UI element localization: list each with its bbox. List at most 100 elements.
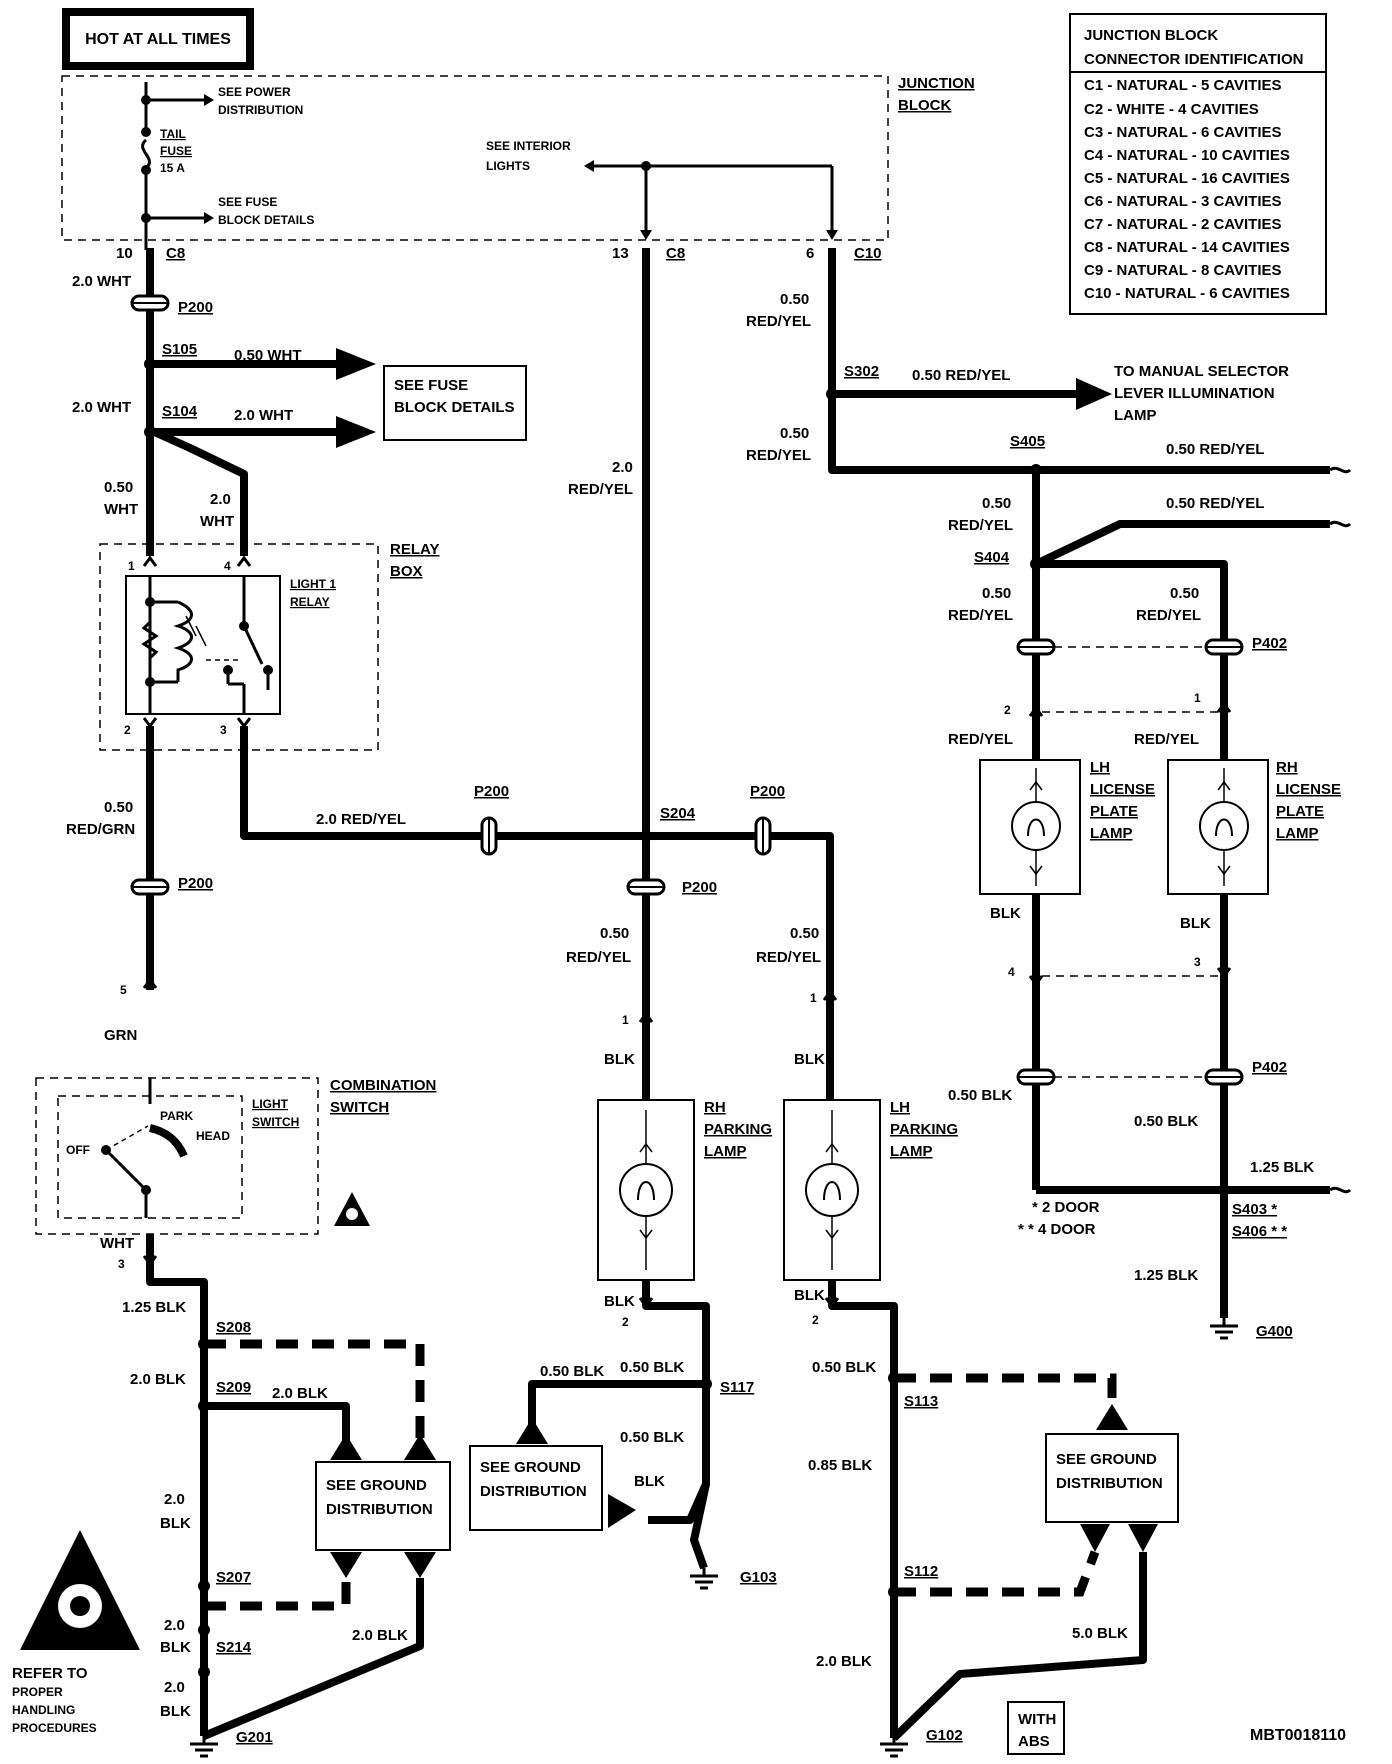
tail-fuse-label-2: FUSE [160, 144, 192, 158]
wire-0-50-red-yel-lhp-2: RED/YEL [756, 949, 821, 966]
see-interior-lights-1: SEE INTERIOR [486, 139, 571, 153]
lh-license-3: PLATE [1090, 803, 1138, 820]
wire-0-50-red-yel-b-1: 0.50 [982, 585, 1011, 602]
connector-row-c1: C1 - NATURAL - 5 CAVITIES [1084, 77, 1282, 94]
note-four-door: * * 4 DOOR [1018, 1221, 1096, 1238]
see-ground-left-1: SEE GROUND [326, 1477, 427, 1494]
wire-0-50-wht-1: 0.50 [104, 479, 133, 496]
pin-6: 6 [806, 245, 814, 262]
wire-2-0-blk-to-g201: 2.0 BLK [352, 1627, 408, 1644]
rh-license-pin-3: 3 [1194, 955, 1201, 969]
ground-g103: G103 [740, 1569, 777, 1586]
wire-0-50-red-yel-s302: 0.50 RED/YEL [912, 367, 1010, 384]
wire-0-50-red-yel-below-1: 0.50 [780, 425, 809, 442]
wire-0-50-red-yel-rhp-2: RED/YEL [566, 949, 631, 966]
switch-pin-5: 5 [120, 983, 127, 997]
tail-fuse-label-1: TAIL [160, 127, 186, 141]
rh-parking-lamp-2: PARKING [704, 1121, 772, 1138]
wire-1-25-blk-g400: 1.25 BLK [1134, 1267, 1198, 1284]
lh-parking-lamp-1: LH [890, 1099, 910, 1116]
see-fuse-block-details-2: BLOCK DETAILS [394, 399, 515, 416]
junction-block-label-2: BLOCK [898, 97, 951, 114]
connector-row-c9: C9 - NATURAL - 8 CAVITIES [1084, 262, 1282, 279]
wire-0-50-red-yel-c-2: RED/YEL [1136, 607, 1201, 624]
lh-parking-lamp [783, 1099, 881, 1281]
ground-g201: G201 [236, 1729, 273, 1746]
wire-0-50-wht-2: WHT [104, 501, 138, 518]
connector-table-title-2: CONNECTOR IDENTIFICATION [1084, 51, 1303, 68]
wire-0-50-blk-lh-license: 0.50 BLK [948, 1087, 1012, 1104]
blk-rh-license: BLK [1180, 915, 1211, 932]
wire-0-50-blk-to-ground: 0.50 BLK [540, 1363, 604, 1380]
splice-s117: S117 [720, 1379, 754, 1396]
hot-at-all-times-box: HOT AT ALL TIMES [62, 8, 254, 70]
wire-0-50-red-yel-c-1: 0.50 [1170, 585, 1199, 602]
wire-1-25-blk-left: 1.25 BLK [122, 1299, 186, 1316]
wire-0-50-blk-rh-license: 0.50 BLK [1134, 1113, 1198, 1130]
wire-0-50-red-yel-a-1: 0.50 [982, 495, 1011, 512]
see-interior-lights-2: LIGHTS [486, 159, 530, 173]
wire-0-50-red-yel-s405: 0.50 RED/YEL [1166, 441, 1264, 458]
splice-s112: S112 [904, 1563, 938, 1580]
left-main-feed [130, 248, 376, 556]
splice-s207: S207 [216, 1569, 251, 1586]
lh-license-4: LAMP [1090, 825, 1133, 842]
with-abs-2: ABS [1018, 1733, 1050, 1750]
splice-s104: S104 [162, 403, 198, 420]
wire-2-0-blk-stack-2: BLK [160, 1515, 191, 1532]
see-ground-center-2: DISTRIBUTION [480, 1483, 587, 1500]
rh-parking-pin-2: 2 [622, 1315, 629, 1329]
pin-10: 10 [116, 245, 133, 262]
splice-s406: S406 * * [1232, 1223, 1287, 1240]
wire-0-50-red-yel-b-2: RED/YEL [948, 607, 1013, 624]
refer-to-1: REFER TO [12, 1665, 88, 1682]
lh-license-plate-lamp [979, 759, 1081, 895]
junction-block-label-1: JUNCTION [898, 75, 975, 92]
light-relay-label-1: LIGHT 1 [290, 577, 336, 591]
rh-parking-ground [469, 1280, 718, 1590]
wire-2-0-wht-s104-arrow: 2.0 WHT [234, 407, 293, 424]
wire-0-50-blk-s117-down: 0.50 BLK [620, 1429, 684, 1446]
lh-license-pin-2: 2 [1004, 703, 1011, 717]
red-yel-rh: RED/YEL [1134, 731, 1199, 748]
combination-switch-label-1: COMBINATION [330, 1077, 436, 1094]
switch-off: OFF [66, 1143, 90, 1157]
connector-row-c7: C7 - NATURAL - 2 CAVITIES [1084, 216, 1282, 233]
wire-2-0-blk-s214-2: BLK [160, 1639, 191, 1656]
wire-2-0-red-yel-vert-1: 2.0 [612, 459, 633, 476]
connector-c10: C10 [854, 245, 882, 262]
wire-2-0-red-yel-vert-2: RED/YEL [568, 481, 633, 498]
see-ground-right-2: DISTRIBUTION [1056, 1475, 1163, 1492]
see-ground-center-1: SEE GROUND [480, 1459, 581, 1476]
wire-0-50-red-yel-rhp-1: 0.50 [600, 925, 629, 942]
wire-0-50-blk-lhp: 0.50 BLK [812, 1359, 876, 1376]
connector-row-c5: C5 - NATURAL - 16 CAVITIES [1084, 170, 1290, 187]
wire-0-50-red-yel-c10-1: 0.50 [780, 291, 809, 308]
wire-2-0-red-yel-relay: 2.0 RED/YEL [316, 811, 406, 828]
wire-2-0-blk-g102: 2.0 BLK [816, 1653, 872, 1670]
wire-2-0-blk-s209: 2.0 BLK [272, 1385, 328, 1402]
connector-row-c4: C4 - NATURAL - 10 CAVITIES [1084, 147, 1290, 164]
lh-license-pin-4: 4 [1008, 965, 1015, 979]
right-column-wires [826, 248, 1352, 1340]
wire-2-0-wht-s104: 2.0 WHT [72, 399, 131, 416]
lh-parking-lamp-wire [822, 989, 838, 1100]
see-power-distribution-2: DISTRIBUTION [218, 103, 303, 117]
see-power-distribution-1: SEE POWER [218, 85, 291, 99]
manual-selector-1: TO MANUAL SELECTOR [1114, 363, 1289, 380]
connector-row-c10: C10 - NATURAL - 6 CAVITIES [1084, 285, 1290, 302]
wire-blk-ground: BLK [634, 1473, 665, 1490]
p402-bottom: P402 [1252, 1059, 1287, 1076]
lh-parking-pin-1: 1 [810, 991, 817, 1005]
wire-5-0-blk: 5.0 BLK [1072, 1625, 1128, 1642]
rh-parking-lamp [597, 1099, 695, 1281]
manual-selector-2: LEVER ILLUMINATION [1114, 385, 1275, 402]
wire-2-0-blk-s214-1: 2.0 [164, 1617, 185, 1634]
light-switch-label-2: SWITCH [252, 1115, 299, 1129]
junction-block-outline [61, 75, 889, 241]
wire-blk-lhp-bottom: BLK [794, 1287, 825, 1304]
see-ground-right-1: SEE GROUND [1056, 1451, 1157, 1468]
wire-0-50-red-yel-below-2: RED/YEL [746, 447, 811, 464]
p200-left: P200 [178, 875, 213, 892]
